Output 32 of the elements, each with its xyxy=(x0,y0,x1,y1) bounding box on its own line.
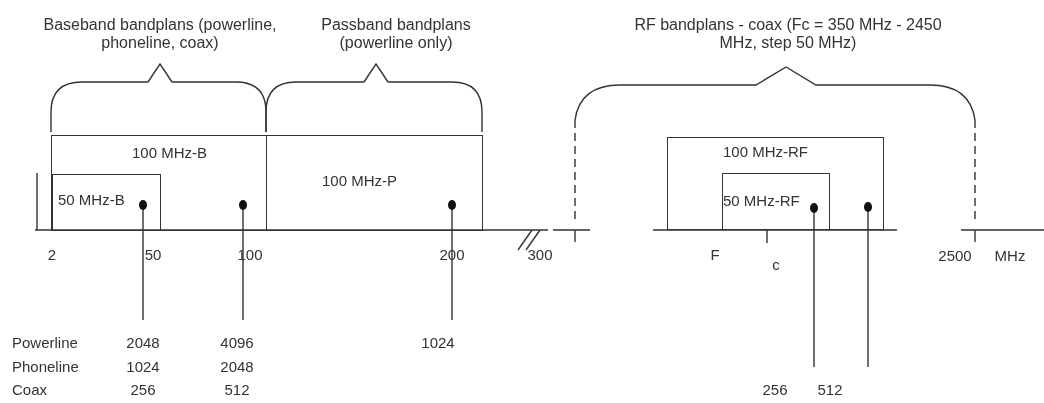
band-label: 50 MHz-RF xyxy=(723,192,800,210)
row-label: Powerline xyxy=(12,334,78,352)
band-label: 100 MHz-B xyxy=(132,144,208,162)
band-box xyxy=(667,137,884,230)
band-box xyxy=(266,135,483,231)
carrier-count: 256 xyxy=(130,381,156,399)
carrier-count: 2048 xyxy=(220,358,254,376)
axis-tick-label: c xyxy=(772,256,780,274)
unit-label: MHz xyxy=(994,247,1026,265)
axis-tick-label: 2500 xyxy=(938,247,972,265)
carrier-count: 4096 xyxy=(220,334,254,352)
group-heading: RF bandplans - coax (Fc = 350 MHz - 2450 MHz, step 50 MHz) xyxy=(633,16,943,52)
group-heading: Passband bandplans (powerline only) xyxy=(320,16,472,52)
band-label: 50 MHz-B xyxy=(58,191,125,209)
group-heading: Baseband bandplans (powerline, phoneline, coax) xyxy=(42,16,278,52)
axis-tick-label: 2 xyxy=(47,246,57,264)
band-label: 100 MHz-P xyxy=(322,172,398,190)
carrier-count: 512 xyxy=(224,381,250,399)
axis-tick-label: F xyxy=(710,246,720,264)
carrier-count: 512 xyxy=(817,381,843,399)
axis-tick-label: 50 xyxy=(144,246,162,264)
carrier-count: 256 xyxy=(762,381,788,399)
band-box xyxy=(51,135,267,231)
carrier-count: 2048 xyxy=(126,334,160,352)
axis-tick-label: 300 xyxy=(527,246,553,264)
row-label: Coax xyxy=(12,381,48,399)
carrier-count: 1024 xyxy=(126,358,160,376)
band-box xyxy=(52,174,161,231)
row-label: Phoneline xyxy=(12,358,79,376)
band-box xyxy=(722,173,830,230)
band-label: 100 MHz-RF xyxy=(723,143,808,161)
carrier-count: 1024 xyxy=(421,334,455,352)
